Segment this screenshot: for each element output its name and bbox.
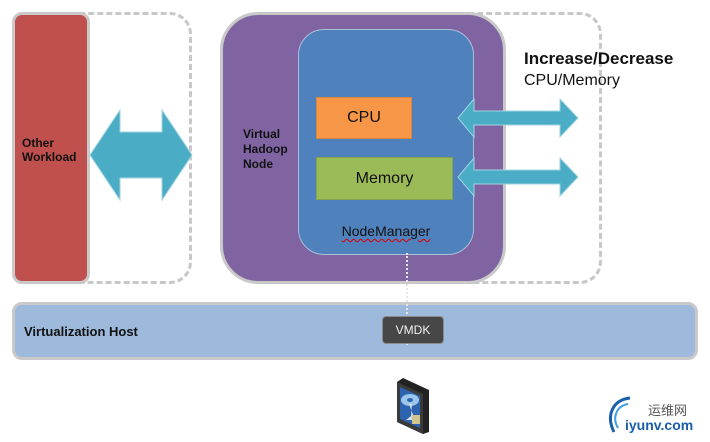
memory-box: Memory [316, 157, 453, 200]
resize-dashed-region [468, 12, 602, 284]
other-workload-box [12, 12, 90, 284]
virtualization-host-bar [12, 302, 698, 360]
memory-resize-arrow-icon [457, 156, 579, 198]
cpu-resize-arrow-icon [457, 97, 579, 139]
virtual-hadoop-node-label: Virtual Hadoop Node [243, 127, 288, 172]
logo-icon [609, 396, 631, 433]
vmdk-label: VMDK [395, 323, 431, 337]
vhn-label-line1: Virtual [243, 127, 281, 141]
watermark-en: iyunv.com [625, 417, 694, 433]
hard-disk-icon [397, 378, 429, 434]
node-manager-box [298, 29, 474, 255]
vhn-label-line3: Node [243, 157, 273, 171]
virtualization-host-label: Virtualization Host [24, 324, 138, 339]
other-workload-label-line2: Workload [22, 150, 77, 164]
vhn-label-line2: Hadoop [243, 142, 288, 156]
node-manager-label: NodeManager [298, 223, 474, 239]
vmdk-connector-line [406, 253, 408, 345]
other-workload-label-line1: Other [22, 136, 55, 150]
resize-heading: Increase/Decrease [524, 49, 674, 68]
memory-label: Memory [355, 169, 414, 187]
other-workload-label: Other Workload [22, 136, 76, 164]
cpu-box: CPU [316, 97, 412, 139]
watermark-cn: 运维网 [648, 403, 688, 418]
resize-subheading: CPU/Memory [524, 72, 621, 89]
cpu-label: CPU [347, 109, 381, 126]
node-manager-label-text: NodeManager [341, 223, 431, 239]
vmdk-box: VMDK [382, 316, 444, 344]
double-arrow-icon [89, 108, 193, 202]
